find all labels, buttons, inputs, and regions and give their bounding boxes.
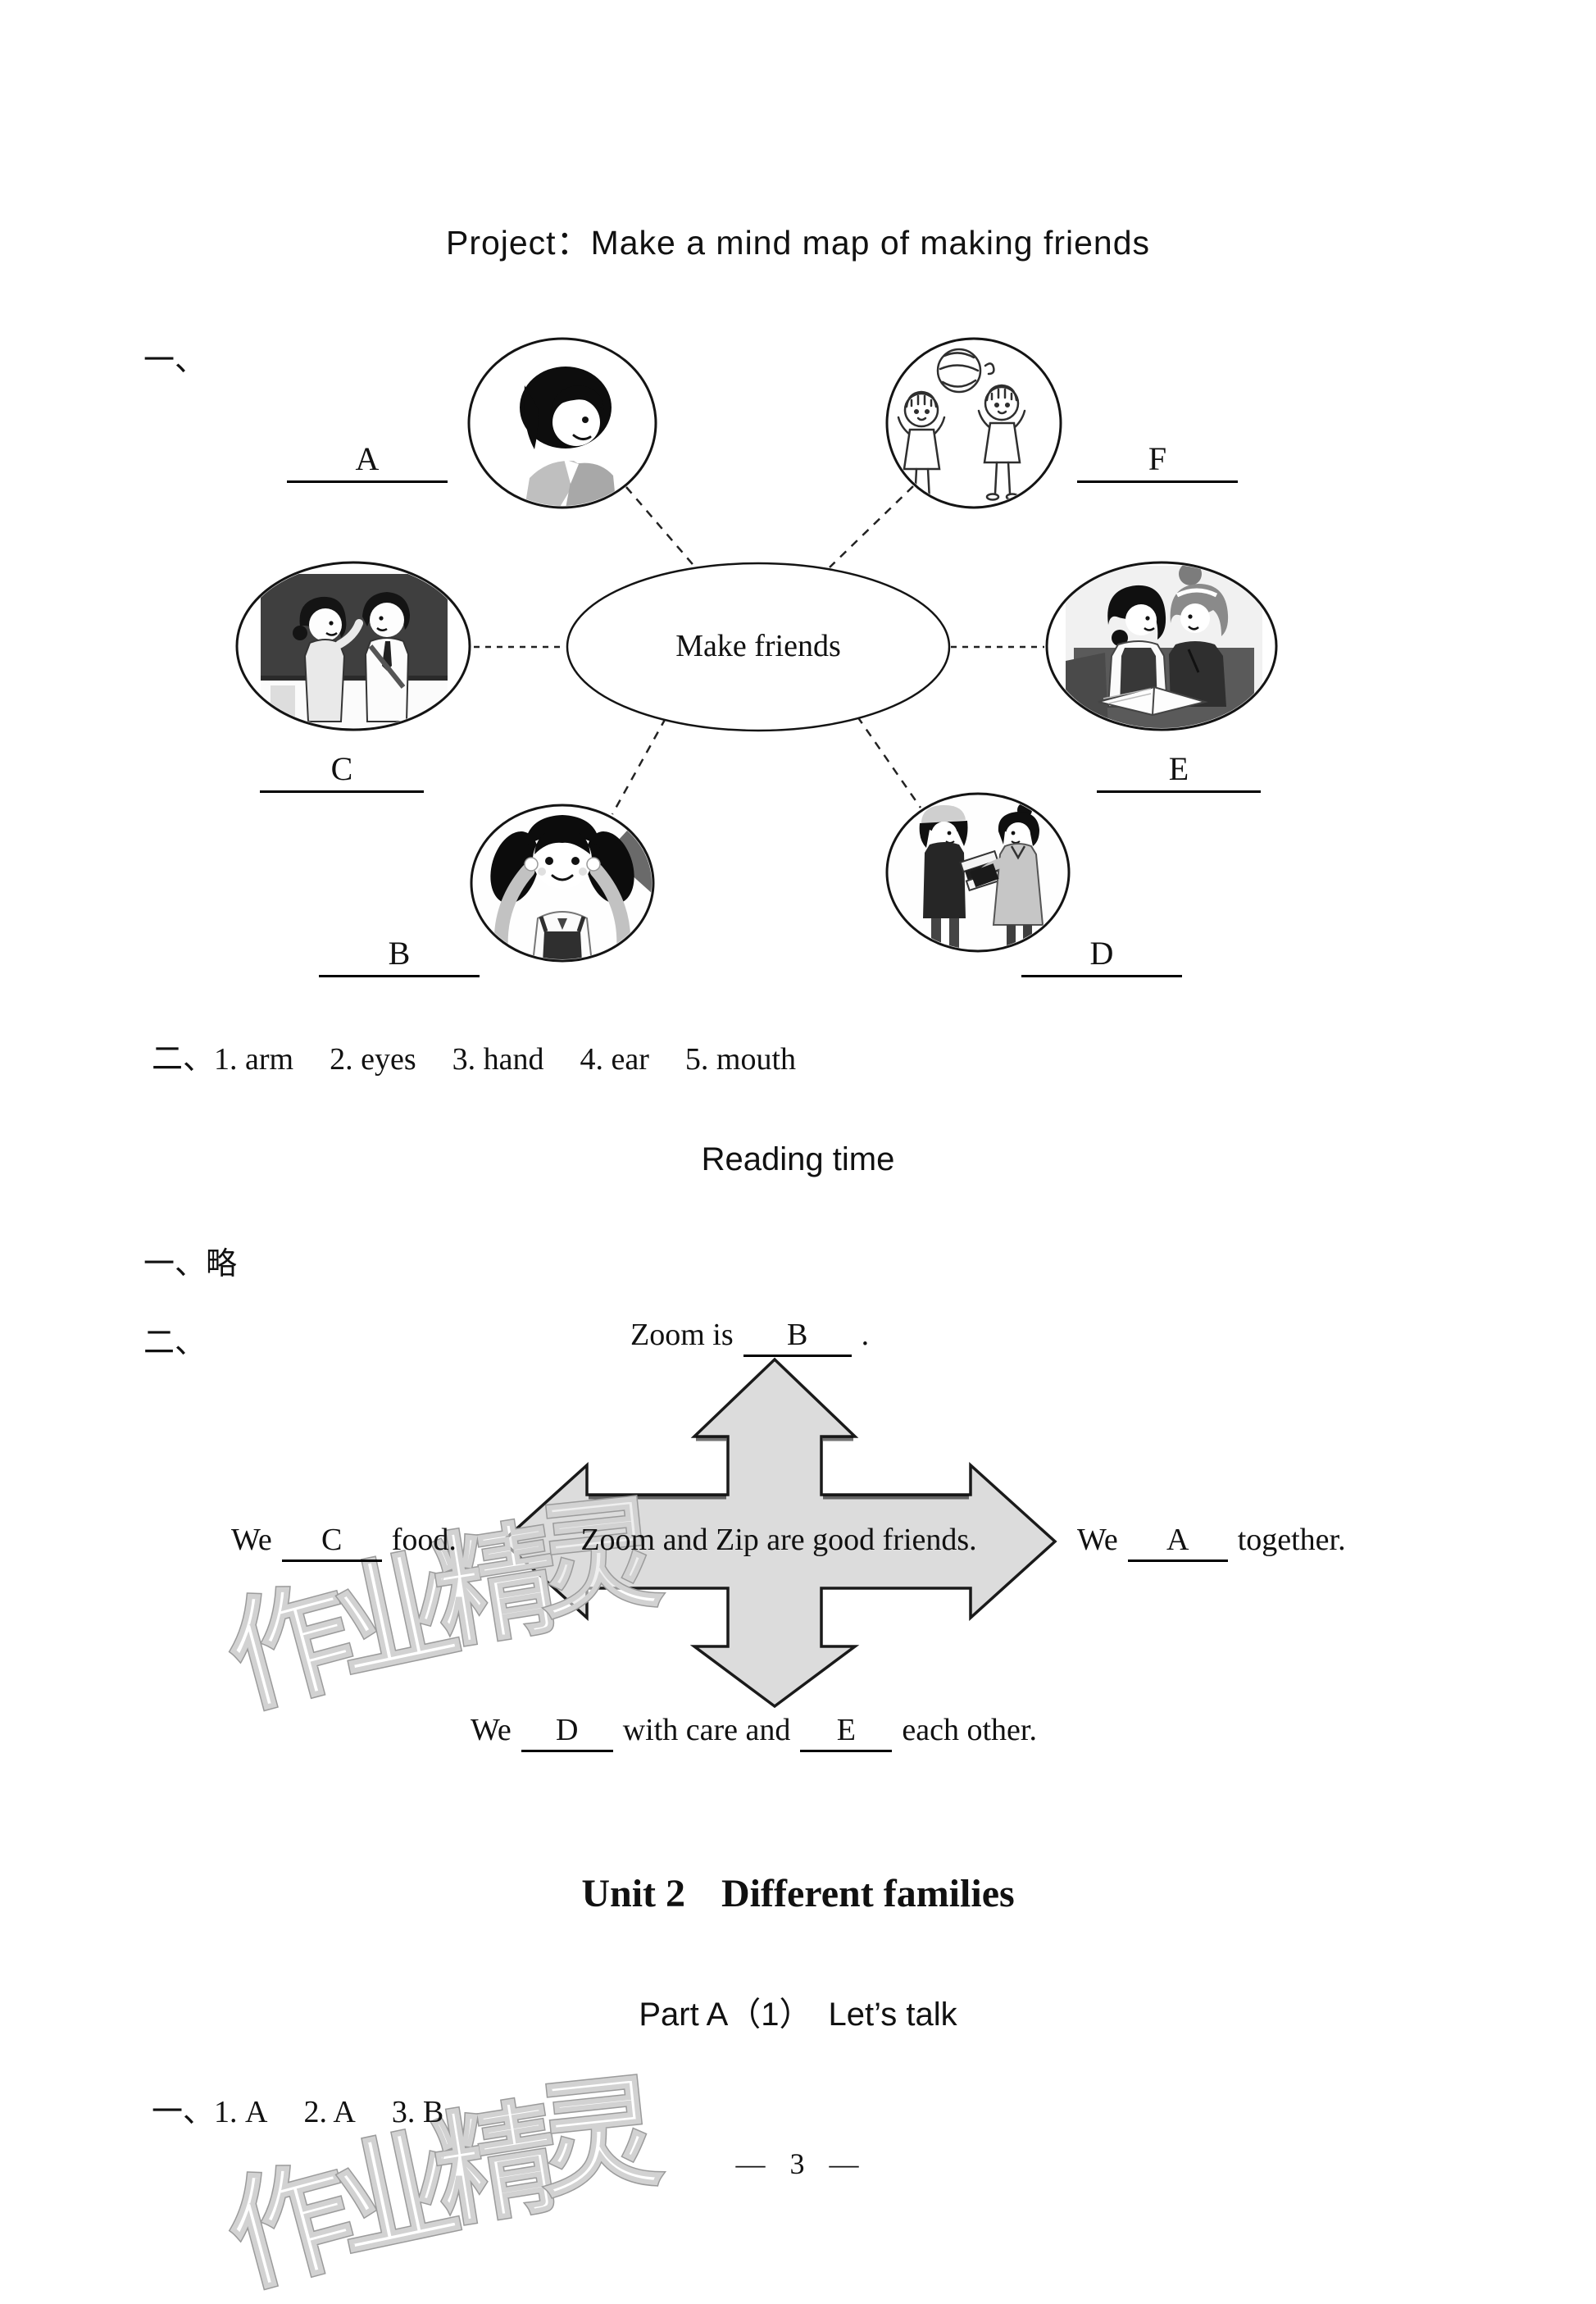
reading-section-2-marker: 二、 xyxy=(143,1326,207,1360)
diagram-top-sentence: Zoom is B. xyxy=(630,1317,869,1357)
part-a-answers-marker: 一、 xyxy=(152,2095,215,2129)
section-1-marker: 一、 xyxy=(143,344,207,378)
node-label-A: A xyxy=(287,443,448,483)
page-title: Project：Make a mind map of making friend… xyxy=(445,224,1151,262)
node-label-E: E xyxy=(1097,753,1261,793)
svg-text:精: 精 xyxy=(425,2087,568,2242)
diagram-center-sentence: Zoom and Zip are good friends. xyxy=(580,1523,977,1557)
svg-text:灵: 灵 xyxy=(530,2062,667,2212)
part-a-answers: 一、1. A 2. A 3. B xyxy=(152,2086,480,2131)
sentence-text: . xyxy=(861,1318,870,1352)
watermark-2: 作 业 精 灵 xyxy=(212,2060,669,2304)
answer-blank: D xyxy=(521,1714,613,1752)
sentence-text: We xyxy=(471,1713,512,1747)
footer-dash-left: — xyxy=(735,2147,767,2180)
svg-text:业: 业 xyxy=(321,2114,471,2274)
reading-section-1: 一、略 xyxy=(143,1238,237,1283)
node-label-B: B xyxy=(319,937,480,977)
sentence-text: We xyxy=(231,1523,272,1557)
node-label-F: F xyxy=(1077,443,1238,483)
watermark-1: 作 业 精 灵 xyxy=(212,1482,669,1731)
arrow-shadow-lines xyxy=(589,1437,969,1500)
sentence-text: with care and xyxy=(622,1713,791,1747)
sentence-text: together. xyxy=(1237,1523,1346,1557)
answer-item: 1. A xyxy=(214,2095,268,2129)
reading-time-heading: Reading time xyxy=(701,1141,895,1177)
answer-item: 2. A xyxy=(303,2095,356,2129)
sentence-text: each other. xyxy=(902,1713,1037,1747)
unit-2-heading: Unit 2 Different families xyxy=(0,1871,1596,1916)
answer-item: 4. ear xyxy=(580,1042,649,1077)
unit-label: Unit 2 xyxy=(581,1872,686,1915)
answer-letter: E xyxy=(836,1713,856,1747)
sentence-text: Zoom is xyxy=(630,1318,734,1352)
svg-text:灵: 灵 xyxy=(530,1483,667,1633)
answer-item: 1. arm xyxy=(214,1042,294,1077)
answer-letter: A xyxy=(1166,1523,1189,1557)
answer-letter: D xyxy=(555,1713,579,1747)
node-image-girl-ears-icon xyxy=(473,807,652,959)
svg-text:业: 业 xyxy=(321,1535,471,1696)
body-parts-answers: 二、1. arm 2. eyes 3. hand 4. ear 5. mouth xyxy=(152,1033,832,1078)
mindmap-node-outlines xyxy=(235,337,1278,963)
sentence-text: We xyxy=(1077,1523,1118,1557)
node-label-D: D xyxy=(1021,937,1182,977)
answer-item: 2. eyes xyxy=(330,1042,416,1077)
section-2-marker: 二、 xyxy=(152,1042,215,1077)
node-label-C: C xyxy=(260,753,424,793)
answer-blank: A xyxy=(1127,1523,1228,1562)
node-image-students-blackboard-icon xyxy=(261,571,448,728)
mindmap-center-ellipse xyxy=(566,562,951,732)
answer-item: 3. hand xyxy=(452,1042,544,1077)
node-image-boy-waving-icon xyxy=(497,348,628,506)
mindmap-center-label: Make friends xyxy=(675,629,841,663)
node-image-girls-reading-icon xyxy=(1066,564,1262,728)
answer-letter: B xyxy=(786,1318,808,1352)
node-image-kids-ball-icon xyxy=(897,348,1026,506)
unit-title: Different families xyxy=(721,1872,1015,1915)
answer-item: 5. mouth xyxy=(684,1042,797,1077)
mindmap-connectors xyxy=(474,485,1044,815)
reading-section-1-marker: 一、 xyxy=(143,1247,207,1282)
page-footer: — 3 — xyxy=(0,2147,1596,2181)
four-way-arrow xyxy=(500,1357,1057,1709)
answer-blank: E xyxy=(800,1713,893,1752)
answer-blank: B xyxy=(743,1319,852,1357)
answer-letter: C xyxy=(321,1523,343,1557)
svg-text:精: 精 xyxy=(425,1508,567,1663)
answer-blank: C xyxy=(281,1523,382,1562)
sentence-text: food. xyxy=(391,1523,457,1557)
node-image-kids-books-icon xyxy=(889,795,1067,949)
answer-item: 3. B xyxy=(391,2095,444,2129)
page-number: 3 xyxy=(789,2147,807,2180)
footer-dash-right: — xyxy=(829,2147,861,2180)
reading-section-1-text: 略 xyxy=(206,1247,238,1282)
part-a-heading: Part A（1） Let’s talk xyxy=(639,1997,957,2033)
